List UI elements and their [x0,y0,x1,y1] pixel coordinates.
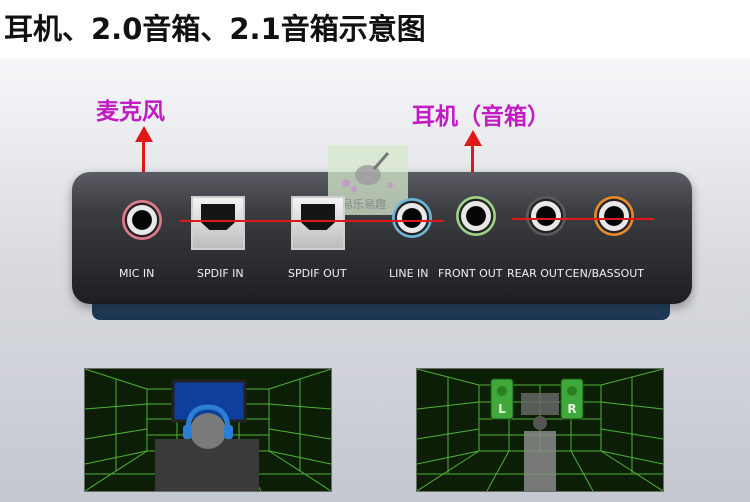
port-label-spdif-out: SPDIF OUT [288,267,347,280]
mic-callout: 麦克风 [96,99,165,125]
mic-in-jack [122,200,162,240]
headphone-diagram [84,368,332,492]
port-label-cen-bass-out: CEN/BASSOUT [565,267,645,280]
guitar-icon [342,152,393,192]
headphone-callout: 耳机（音箱） [412,104,550,130]
port-label-line-in: LINE IN [389,267,429,280]
cen-bass-out-jack [594,196,634,236]
port-label-rear-out: REAR OUT [507,267,564,280]
line-in-jack [392,198,432,238]
speaker-right-label: R [567,402,576,416]
front-out-jack [456,196,496,236]
spdif-out-port [291,196,345,250]
headphone-room-illustration [85,369,331,491]
stereo-speaker-diagram: L R [416,368,664,492]
port-label-front-out: FRONT OUT [438,267,503,280]
port-label-mic-in: MIC IN [119,267,155,280]
watermark-text: 易乐易趣 [342,198,386,211]
port-label-spdif-in: SPDIF IN [197,267,244,280]
speaker-room-illustration: L R [417,369,663,491]
spdif-in-port [191,196,245,250]
rear-out-jack [526,196,566,236]
mic-arrow-head [135,126,153,142]
red-guide-line-2 [512,218,654,220]
red-guide-line-1 [180,220,444,222]
headphone-arrow-head [464,130,482,146]
page-title: 耳机、2.0音箱、2.1音箱示意图 [4,12,426,46]
speaker-left-label: L [498,402,506,416]
